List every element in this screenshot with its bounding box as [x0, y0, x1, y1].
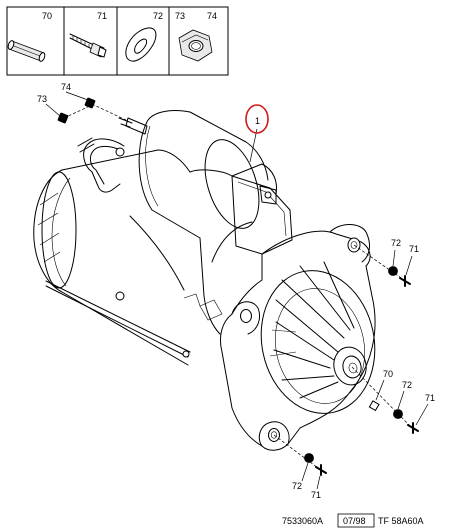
callout-72-mid: 72 [402, 380, 412, 390]
legend-ref-70: 70 [42, 11, 52, 21]
legend-ref-71: 71 [97, 11, 107, 21]
washer-72-mid [393, 409, 403, 419]
callout-70-mid: 70 [383, 369, 393, 379]
callout-74-top: 74 [61, 82, 71, 92]
pin-70-mid [368, 400, 380, 412]
pin-icon [7, 40, 46, 62]
callout-1: 1 [255, 116, 260, 126]
footer-ref: 7533060A [282, 516, 323, 526]
callout-72-upper: 72 [391, 238, 401, 248]
callout-71-bottom: 71 [311, 490, 321, 500]
legend-ref-72: 72 [153, 11, 163, 21]
washer-72-bottom [304, 453, 314, 463]
footer: 7533060A 07/98 TF 58A60A [282, 513, 424, 528]
legend-ref-74: 74 [207, 11, 217, 21]
bolt-71-bottom [315, 464, 327, 476]
nut-74-top [84, 97, 96, 109]
legend-ref-73: 73 [175, 11, 185, 21]
starter-motor [33, 110, 376, 451]
washer-72-upper [388, 266, 398, 276]
bolt-71-upper [399, 275, 411, 287]
callout-73-top: 73 [37, 94, 47, 104]
bolt-71-mid [407, 422, 419, 434]
callout-71-upper: 71 [409, 244, 419, 254]
callout-71-mid: 71 [425, 393, 435, 403]
callout-72-bottom: 72 [292, 481, 302, 491]
highlight-circle [245, 104, 269, 134]
fasteners: 74 73 1 72 71 70 72 71 72 71 [37, 82, 435, 500]
footer-date: 07/98 [343, 516, 366, 526]
nut-73-top [57, 112, 69, 124]
nut-icon [178, 29, 213, 62]
bolt-icon [69, 33, 107, 58]
parts-legend: 70 71 72 73 74 [6, 6, 229, 76]
footer-code: TF 58A60A [378, 516, 424, 526]
washer-icon [125, 27, 157, 62]
